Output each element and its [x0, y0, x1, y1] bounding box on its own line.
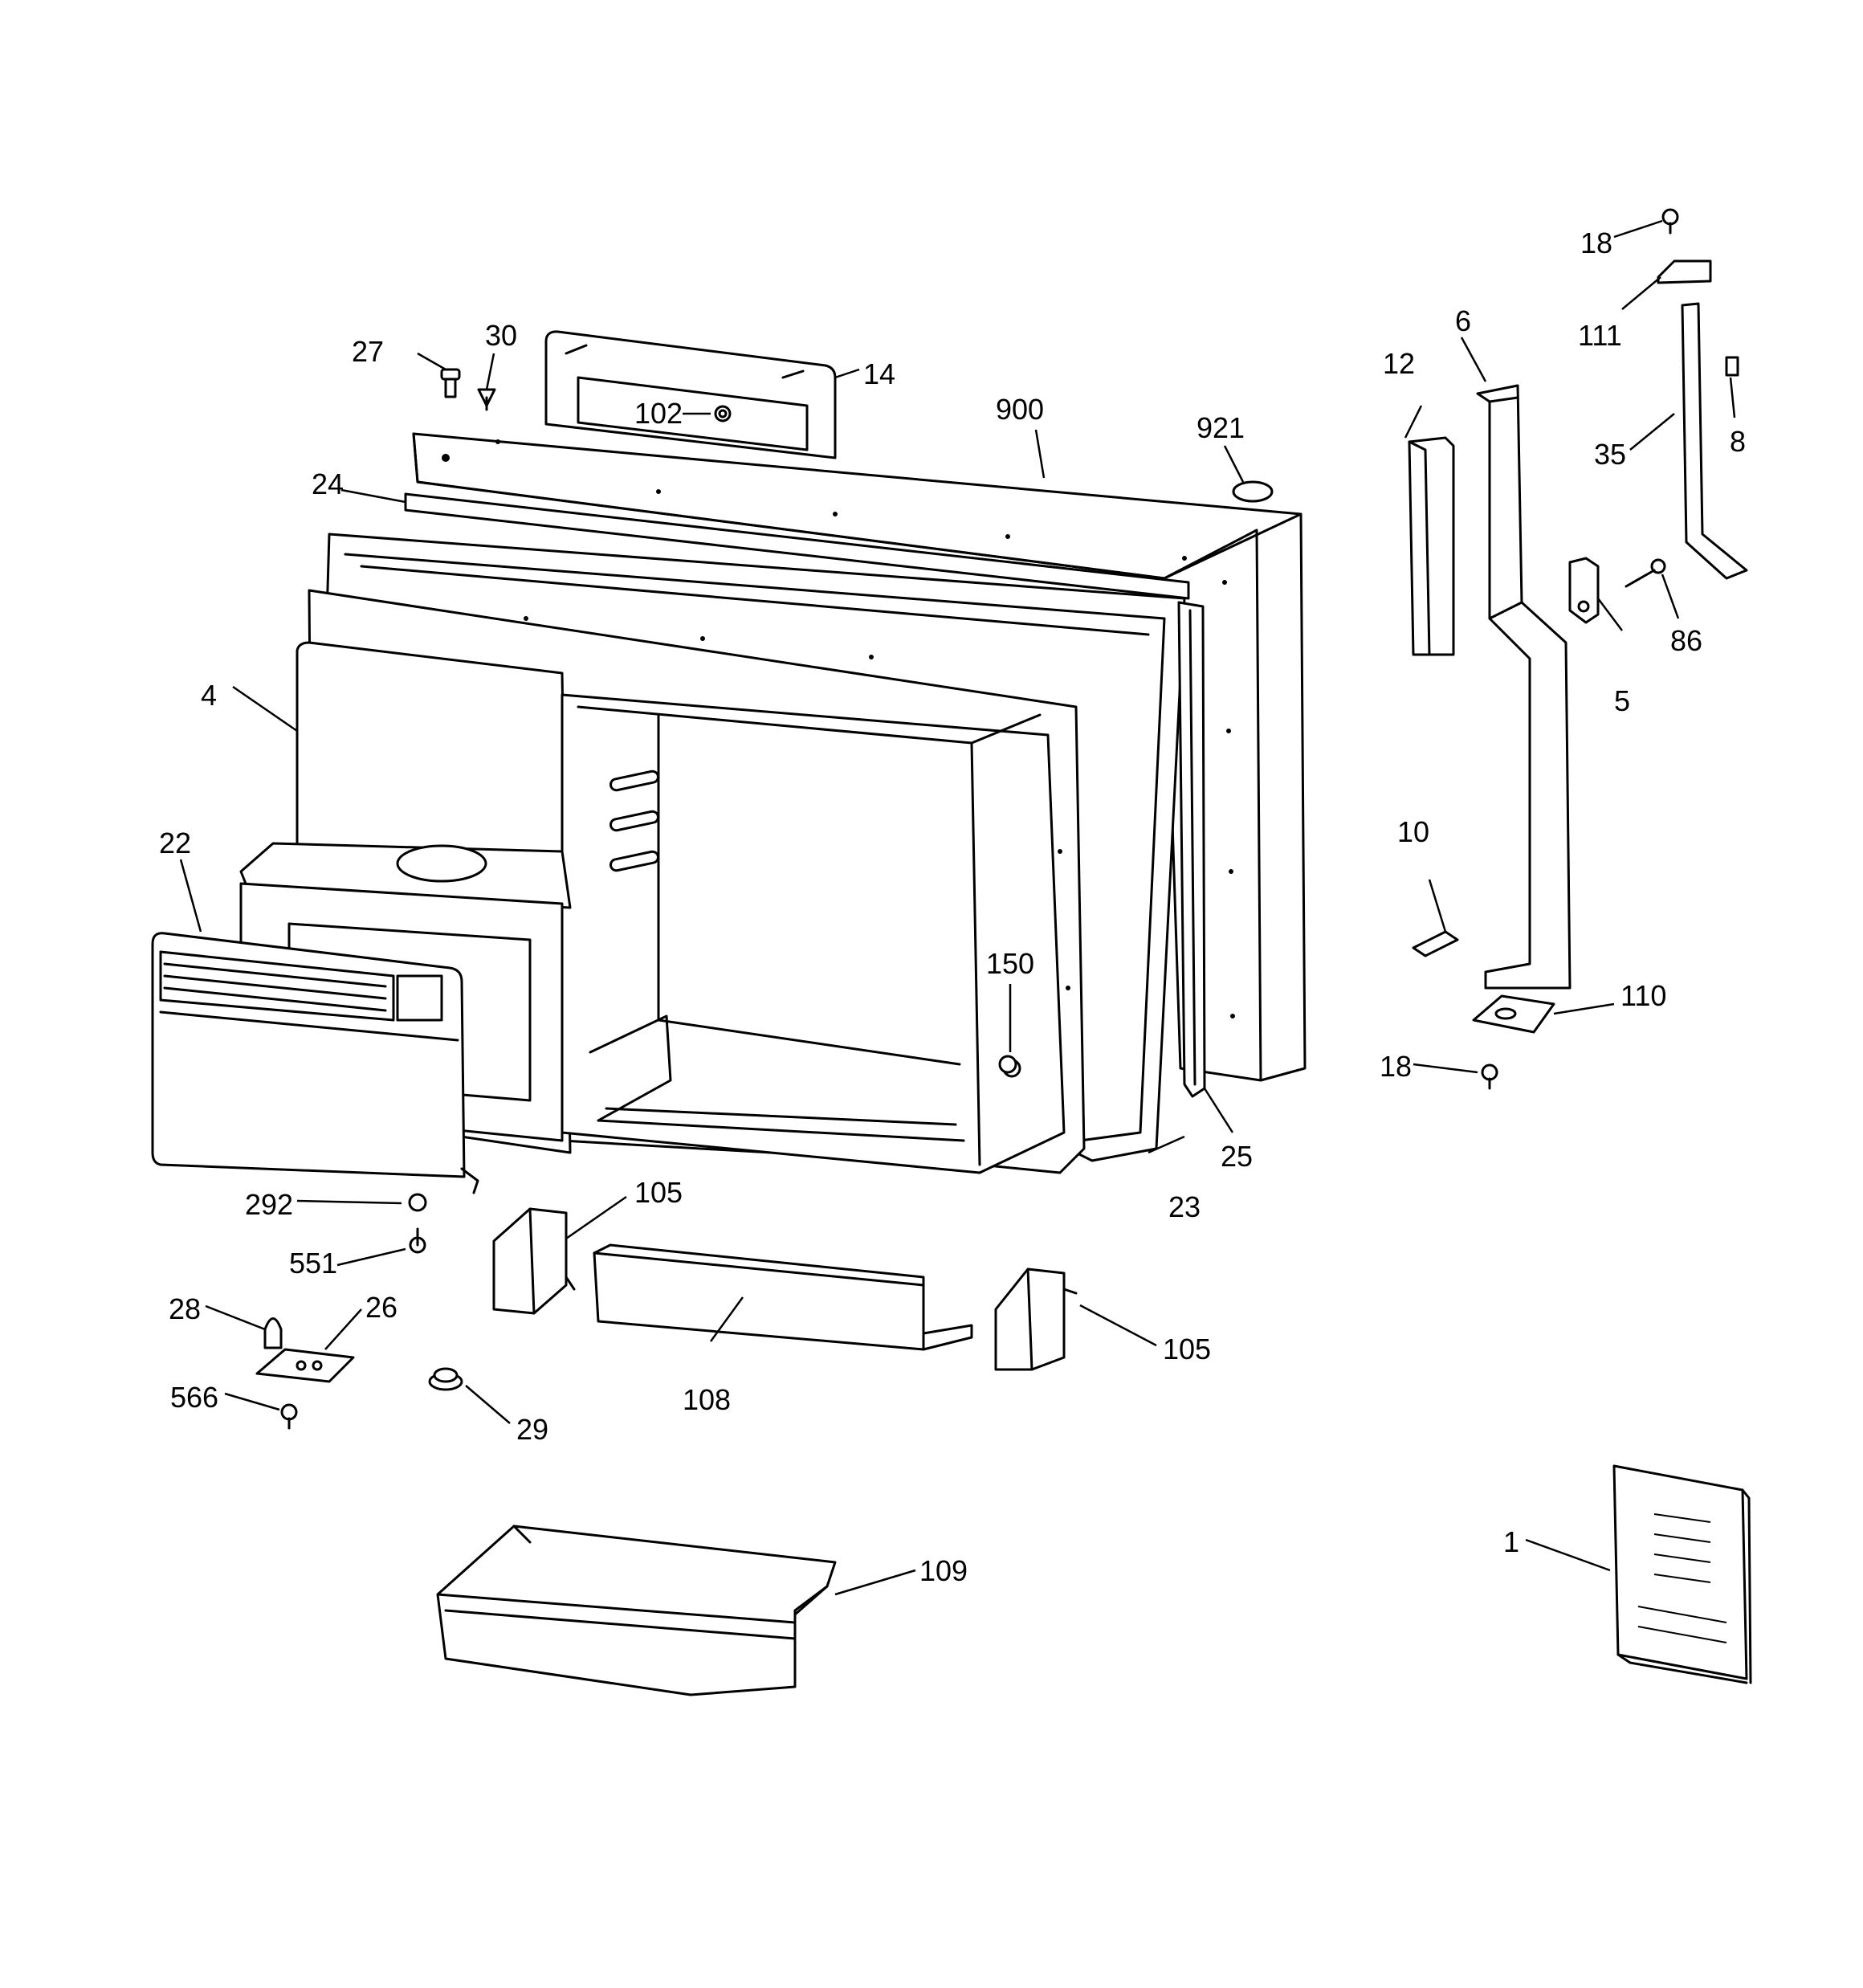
leader-lines	[179, 219, 1736, 1596]
label-4: 4	[201, 679, 217, 712]
screw-30	[477, 388, 496, 411]
label-105-right: 105	[1163, 1333, 1211, 1365]
label-5: 5	[1614, 684, 1630, 717]
inner-door-liner	[239, 589, 1086, 1174]
hinge-5	[1568, 557, 1600, 624]
label-900: 900	[996, 393, 1044, 426]
label-14: 14	[863, 357, 895, 390]
label-105-left: 105	[634, 1176, 683, 1209]
gasket-strip	[404, 492, 1190, 600]
label-25: 25	[1221, 1140, 1253, 1173]
label-110: 110	[1620, 979, 1666, 1012]
crisper-drawer	[436, 1525, 837, 1696]
hinge-block-111	[1657, 259, 1712, 284]
label-566: 566	[170, 1381, 218, 1414]
label-18-bottom: 18	[1380, 1050, 1412, 1083]
screw-18-bottom	[1481, 1063, 1498, 1090]
plug-28	[263, 1317, 283, 1349]
grommet-29	[428, 1367, 463, 1391]
label-27: 27	[352, 335, 384, 368]
label-108: 108	[683, 1383, 731, 1416]
shelf-end-bracket-left	[492, 1207, 576, 1315]
label-26: 26	[365, 1291, 397, 1324]
handle-35	[1681, 302, 1748, 580]
label-28: 28	[169, 1292, 201, 1325]
screw-292	[408, 1193, 427, 1212]
label-35: 35	[1594, 438, 1626, 471]
label-29: 29	[516, 1413, 548, 1446]
label-102: 102	[634, 397, 683, 430]
label-12: 12	[1383, 347, 1415, 380]
top-mounting-plate	[544, 330, 837, 459]
screw-27	[440, 368, 461, 398]
screw-18-top	[1661, 208, 1679, 235]
label-8: 8	[1730, 425, 1746, 458]
hinge-bracket-12	[1408, 436, 1455, 656]
shelf-end-bracket-right	[994, 1268, 1078, 1371]
shelf-rail	[593, 1243, 973, 1351]
label-18-top: 18	[1580, 227, 1612, 259]
label-111: 111	[1578, 319, 1622, 352]
front-grille-panel	[151, 932, 479, 1194]
part-labels: 27 30 14 102 900 921 24 4 22 150 23 25 1…	[159, 227, 1746, 1587]
label-1: 1	[1503, 1525, 1519, 1558]
mounting-plate-26	[255, 1348, 355, 1383]
door-outer-panel	[412, 432, 1307, 1082]
label-6: 6	[1455, 304, 1471, 337]
handle-base-110	[1472, 994, 1555, 1034]
label-551: 551	[289, 1247, 337, 1280]
label-86: 86	[1670, 624, 1702, 657]
screw-86	[1625, 558, 1666, 588]
screw-150	[998, 1055, 1017, 1074]
label-23: 23	[1168, 1190, 1201, 1223]
screw-566	[280, 1403, 298, 1430]
label-921: 921	[1196, 411, 1245, 444]
owners-manual	[1612, 1464, 1752, 1684]
screw-551	[409, 1227, 426, 1254]
label-22: 22	[159, 827, 191, 859]
label-292: 292	[245, 1188, 293, 1221]
door-handle	[1476, 384, 1572, 990]
label-30: 30	[485, 319, 517, 352]
clip-8	[1725, 356, 1739, 377]
seal-strip	[1177, 601, 1206, 1098]
label-10: 10	[1397, 815, 1429, 848]
label-150: 150	[986, 947, 1034, 980]
bracket-10	[1412, 930, 1459, 957]
label-109: 109	[919, 1554, 968, 1587]
label-24: 24	[312, 467, 344, 500]
